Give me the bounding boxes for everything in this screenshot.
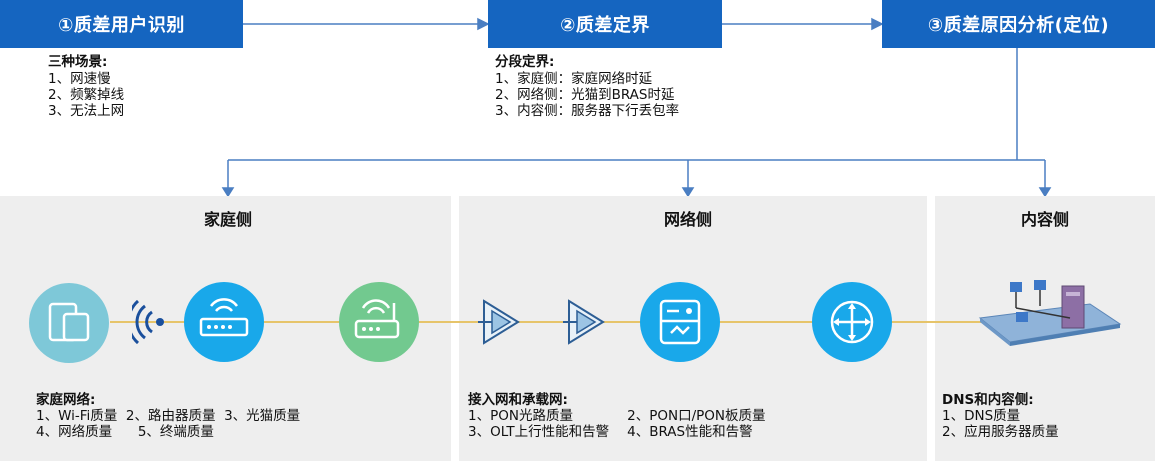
step-root-cause: ③质差原因分析(定位) bbox=[882, 0, 1155, 48]
panel-network-title: 网络侧 bbox=[663, 210, 712, 229]
home-network-title: 家庭网络: bbox=[36, 392, 96, 408]
scenario-item: 3、无法上网 bbox=[48, 103, 125, 119]
segment-item: 3、内容侧：服务器下行丢包率 bbox=[495, 103, 680, 119]
panel-home-title: 家庭侧 bbox=[203, 210, 252, 229]
access-network-item: 1、PON光路质量 bbox=[468, 408, 573, 424]
home-network-item: 1、Wi-Fi质量 bbox=[36, 408, 118, 424]
home-network-item: 4、网络质量 bbox=[36, 424, 113, 440]
content-side-item: 1、DNS质量 bbox=[942, 408, 1021, 424]
router-icon bbox=[184, 282, 264, 362]
home-network-item: 3、光猫质量 bbox=[224, 408, 301, 424]
home-network-item: 5、终端质量 bbox=[137, 424, 214, 440]
content-side-item: 2、应用服务器质量 bbox=[942, 424, 1059, 440]
panel-content-title: 内容侧 bbox=[1020, 210, 1069, 229]
access-network-block: 接入网和承载网: 1、PON光路质量 2、PON口/PON板质量 3、OLT上行… bbox=[468, 392, 766, 440]
access-network-item: 4、BRAS性能和告警 bbox=[627, 424, 753, 440]
content-side-block: DNS和内容侧: 1、DNS质量 2、应用服务器质量 bbox=[942, 392, 1059, 440]
segments-title: 分段定界: bbox=[495, 54, 555, 70]
content-side-title: DNS和内容侧: bbox=[942, 392, 1034, 408]
access-network-item: 2、PON口/PON板质量 bbox=[627, 408, 766, 424]
tablet-phone-icon bbox=[29, 283, 109, 363]
olt-icon bbox=[640, 282, 720, 362]
segment-item: 1、家庭侧：家庭网络时延 bbox=[495, 71, 653, 87]
bras-router-icon bbox=[812, 282, 892, 362]
segment-item: 2、网络侧：光猫到BRAS时延 bbox=[495, 87, 675, 103]
splitter-icon bbox=[478, 299, 520, 345]
home-network-item: 2、路由器质量 bbox=[125, 408, 216, 424]
optical-modem-icon bbox=[339, 282, 419, 362]
scenario-item: 2、频繁掉线 bbox=[48, 87, 125, 103]
step-locate-segment: ②质差定界 bbox=[488, 0, 722, 48]
scenario-item: 1、网速慢 bbox=[48, 71, 111, 87]
server-network-icon bbox=[978, 280, 1122, 346]
home-network-row: 1、Wi-Fi质量 2、路由器质量 3、光猫质量 bbox=[36, 408, 300, 424]
splitter-icon bbox=[563, 299, 605, 345]
step-identify: ①质差用户识别 bbox=[0, 0, 243, 48]
access-network-title: 接入网和承载网: bbox=[468, 392, 568, 408]
home-network-row: 4、网络质量 5、终端质量 bbox=[36, 424, 300, 440]
wifi-signal-icon bbox=[132, 300, 164, 344]
scenarios-block: 三种场景: 1、网速慢 2、频繁掉线 3、无法上网 bbox=[48, 54, 124, 119]
flow-lines bbox=[221, 17, 1052, 198]
access-network-item: 3、OLT上行性能和告警 bbox=[468, 424, 610, 440]
scenarios-title: 三种场景: bbox=[48, 54, 108, 70]
segments-block: 分段定界: 1、家庭侧：家庭网络时延 2、网络侧：光猫到BRAS时延 3、内容侧… bbox=[495, 54, 679, 119]
home-network-block: 家庭网络: 1、Wi-Fi质量 2、路由器质量 3、光猫质量 4、网络质量 5、… bbox=[36, 392, 300, 440]
